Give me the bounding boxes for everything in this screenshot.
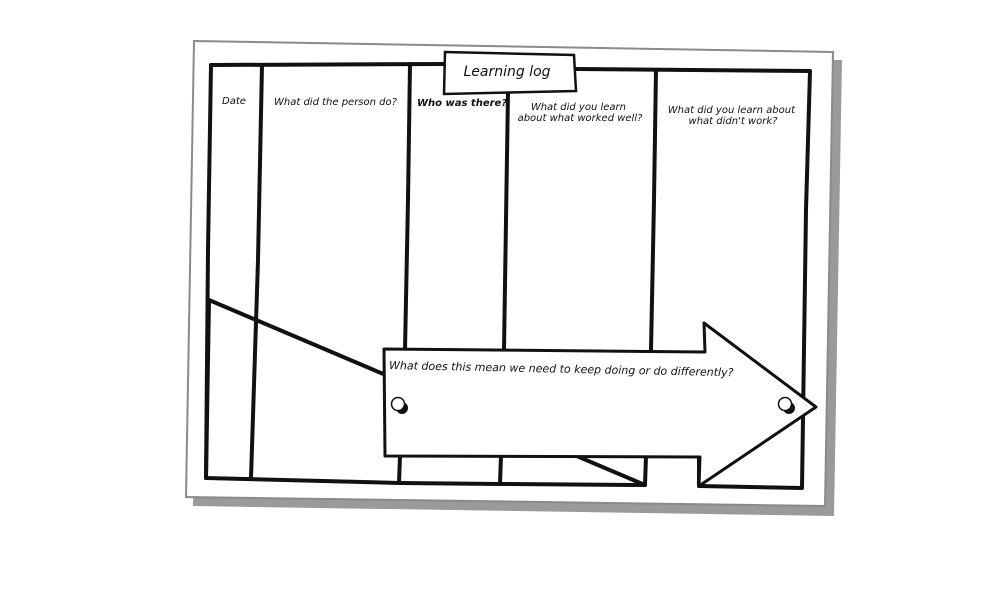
column-divider-3	[502, 90, 510, 352]
column-header-what-did: What did the person do?	[274, 97, 398, 108]
column-divider-1	[249, 63, 264, 480]
column-divider-2	[403, 62, 412, 352]
column-divider-2-stub	[397, 454, 402, 485]
column-divider-3-stub	[498, 453, 503, 486]
column-header-date: Date	[222, 96, 246, 107]
column-header-worked-well: What did you learn about what worked wel…	[518, 102, 644, 124]
column-header-didnt-work: What did you learn about what didn't wor…	[668, 105, 798, 127]
action-arrow	[382, 321, 818, 488]
table-frame	[204, 62, 812, 490]
page-title: Learning log	[463, 64, 550, 80]
column-divider-4	[649, 68, 658, 352]
title-tab	[442, 50, 578, 96]
column-divider-4-stub	[643, 454, 648, 487]
column-header-who: Who was there?	[417, 98, 507, 109]
table-frame-left	[204, 63, 213, 480]
pin-left	[390, 396, 408, 414]
pin-right	[777, 396, 795, 414]
